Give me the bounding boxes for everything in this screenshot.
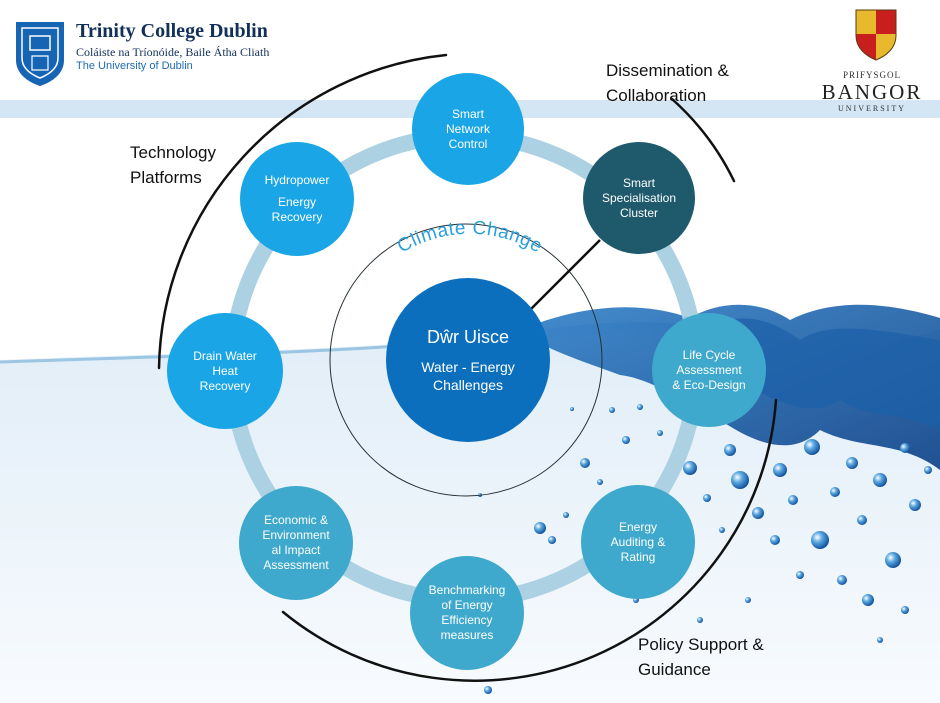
- tcd-title: Trinity College Dublin: [76, 20, 268, 43]
- technology-platforms-label: Technology Platforms: [130, 140, 216, 190]
- climate-change-label: Climate Change: [394, 218, 546, 258]
- bangor-logo: PRIFYSGOL BANGOR UNIVERSITY: [812, 8, 932, 108]
- tcd-logo: Trinity College Dublin Coláiste na Tríon…: [14, 18, 274, 88]
- policy-support-label: Policy Support & Guidance: [638, 632, 764, 682]
- tcd-subtitle: Coláiste na Tríonóide, Baile Átha Cliath: [76, 45, 269, 60]
- smart-specialisation-node: Smart Specialisation Cluster: [583, 142, 695, 254]
- bangor-prefix: PRIFYSGOL: [812, 70, 932, 80]
- drain-water-node: Drain Water Heat Recovery: [167, 313, 283, 429]
- energy-auditing-node: Energy Auditing & Rating: [581, 485, 695, 599]
- center-node: Dŵr Uisce Water - Energy Challenges: [386, 278, 550, 442]
- bangor-university: UNIVERSITY: [812, 104, 932, 113]
- hydropower-node: Hydropower Energy Recovery: [240, 142, 354, 256]
- connector-line: [530, 240, 600, 310]
- life-cycle-node: Life Cycle Assessment & Eco-Design: [652, 313, 766, 427]
- tcd-university: The University of Dublin: [76, 60, 193, 72]
- smart-network-node: Smart Network Control: [412, 73, 524, 185]
- economic-impact-node: Economic & Environment al Impact Assessm…: [239, 486, 353, 600]
- benchmarking-node: Benchmarking of Energy Efficiency measur…: [410, 556, 524, 670]
- center-title: Dŵr Uisce: [427, 326, 509, 348]
- bangor-name: BANGOR: [812, 80, 932, 105]
- dissemination-label: Dissemination & Collaboration: [606, 58, 729, 108]
